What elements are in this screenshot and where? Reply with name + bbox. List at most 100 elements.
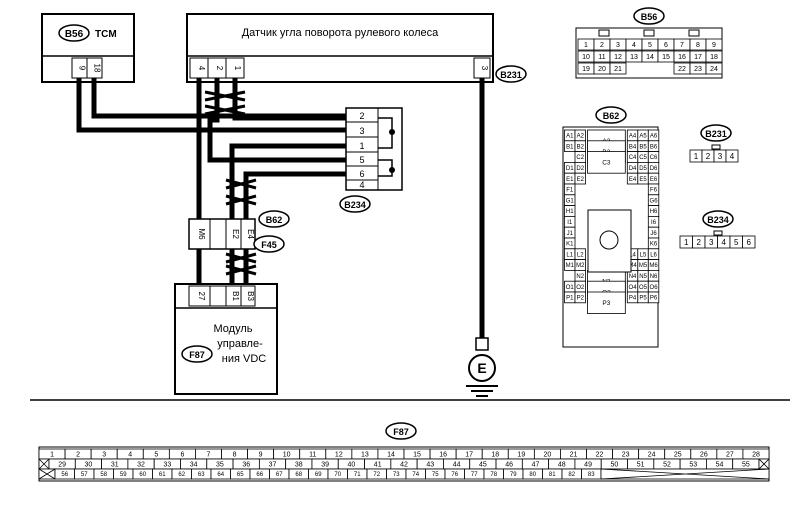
pin-label: 55 [742,462,750,469]
pin-label: 13 [361,452,369,459]
twisted-pair-marks [204,90,257,276]
pin-label: O1 [566,285,575,291]
pin-label: 14 [387,452,395,459]
pin-label: 6 [664,42,668,49]
pin-label: M6 [649,263,658,269]
pin-label: B1 [566,144,574,150]
pin-label: 50 [610,462,618,469]
pin-label: 42 [400,462,408,469]
pin-label: 81 [549,472,556,478]
pin-label: 2 [600,42,604,49]
pin-label: 56 [61,472,68,478]
pin-label: M5 [639,263,648,269]
b231-badge [495,65,527,83]
pin-label: 12 [335,452,343,459]
pin-label: E5 [639,177,647,183]
b231-view-badge [700,124,732,142]
pin-label: 30 [85,462,93,469]
pin-label: 20 [543,452,551,459]
b234-badge [339,195,371,213]
pin-label: 20 [598,66,606,73]
f87-badge [181,345,213,363]
pin-label: 40 [348,462,356,469]
f45-badge [253,235,285,253]
b234-pin-4: 4 [359,180,364,190]
pin-cell [587,151,626,174]
pin-label: 73 [393,472,400,478]
pin-label: N4 [629,274,637,280]
pin-label: 2 [706,152,711,161]
pin-label: P5 [639,296,647,302]
tcm-pin-9: 9 [78,66,87,71]
pin-label: 17 [465,452,473,459]
pin-cell [705,50,723,63]
pin-cell [647,291,660,304]
pin-label: 15 [413,452,421,459]
pin-label: 51 [637,462,645,469]
pin-label: 5 [648,42,652,49]
b234-label: B234 [344,200,366,210]
interconnect-pin-m6: M6 [197,228,206,240]
pin-label: 44 [453,462,461,469]
pin-label: 5 [154,452,158,459]
pin-label: 6 [747,238,752,247]
pin-label: 21 [614,66,622,73]
pin-label: 22 [596,452,604,459]
pin-label: 71 [354,472,361,478]
pin-cell [574,291,586,304]
tcm-box: B56 TCM 9 18 [41,13,135,83]
pin-label: D4 [629,166,637,172]
pin-label: 24 [710,66,718,73]
pin-label: 52 [663,462,671,469]
pin-label: 39 [321,462,329,469]
vdc-pin-b3: B3 [246,291,255,301]
b234-pin-3: 3 [359,126,364,136]
pin-label: I1 [567,220,573,226]
pin-label: A5 [639,134,647,140]
pin-label: 4 [128,452,132,459]
pin-label: G1 [566,198,575,204]
pin-label: C2 [576,155,584,161]
pin-label: O2 [576,285,585,291]
pin-label: 62 [178,472,185,478]
pin-label: D1 [566,166,574,172]
b234-pin-1: 1 [359,141,364,151]
pin-label: 26 [700,452,708,459]
f87-view-title: F87 [393,427,409,437]
pin-label: 32 [137,462,145,469]
pin-label: E6 [650,177,658,183]
pin-label: F6 [650,188,658,194]
pin-label: 18 [710,54,718,61]
pin-label: 60 [139,472,146,478]
f87-view-badge [385,422,417,440]
tcm-label: TCM [95,29,117,40]
sensor-label: Датчик угла поворота рулевого колеса [242,27,439,39]
pin-cell [725,149,739,163]
pin-label: B4 [629,144,637,150]
f87-label: F87 [189,350,205,360]
pin-label: C4 [629,155,637,161]
b56-title: B56 [641,12,658,22]
pin-label: F1 [566,188,574,194]
vdc-label-line1: Модуль [214,323,253,335]
pin-label: 80 [529,472,536,478]
pin-label: 3 [718,152,723,161]
pin-label: 11 [309,452,316,459]
pin-label: J6 [650,231,657,237]
pin-label: C5 [639,155,647,161]
pin-label: B2 [577,144,585,150]
pin-label: M2 [576,263,585,269]
tcm-connector-badge [58,24,90,42]
pin-label: P3 [602,300,610,307]
pin-label: 2 [697,238,702,247]
pin-label: 43 [426,462,434,469]
pin-label: O5 [639,285,648,291]
pin-label: H6 [650,209,658,215]
pin-label: 66 [256,472,263,478]
tcm-connector-id: B56 [65,29,84,40]
pin-label: 35 [216,462,224,469]
b62-label: B62 [266,215,283,225]
pin-label: L5 [640,252,647,258]
